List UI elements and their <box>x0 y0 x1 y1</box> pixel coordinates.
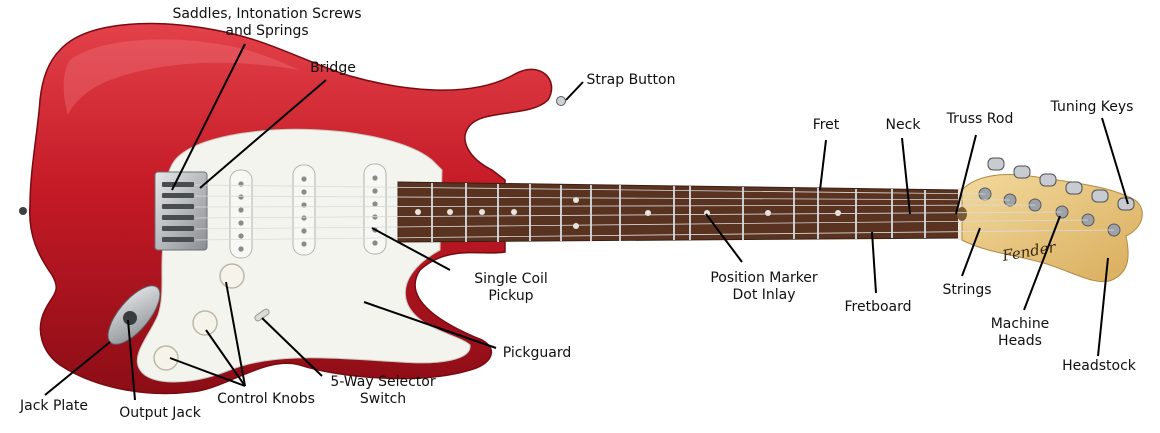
selector-switch <box>254 308 270 322</box>
label-machine-heads: Machine Heads <box>991 316 1050 350</box>
pickup-neck <box>363 163 387 255</box>
label-selector-line2: Switch <box>359 391 407 407</box>
label-position-marker-line1: Position Marker <box>710 270 818 286</box>
label-bridge: Bridge <box>310 60 356 76</box>
leader-lines <box>44 43 1129 401</box>
label-tuning-keys: Tuning Keys <box>1050 99 1134 115</box>
label-saddles: Saddles, Intonation Screws and Springs <box>172 6 361 40</box>
label-selector-line1: 5-Way Selector <box>330 374 436 390</box>
label-single-coil-pickup: Single Coil Pickup <box>474 271 548 305</box>
label-machine-heads-line2: Heads <box>998 333 1042 349</box>
label-neck: Neck <box>885 117 921 133</box>
label-selector-switch: 5-Way Selector Switch <box>330 374 435 408</box>
label-position-marker-line2: Dot Inlay <box>732 287 796 303</box>
pickup-middle <box>292 164 316 256</box>
label-single-coil-line2: Pickup <box>488 288 534 304</box>
tuning-key-knobs <box>987 157 1135 211</box>
label-position-marker: Position Marker Dot Inlay <box>710 270 817 304</box>
label-truss-rod: Truss Rod <box>946 111 1014 127</box>
label-machine-heads-line1: Machine <box>990 316 1050 332</box>
label-output-jack: Output Jack <box>119 405 201 421</box>
strings <box>194 184 1115 241</box>
end-strap-button <box>19 207 27 215</box>
label-saddles-line2: and Springs <box>225 23 309 39</box>
pickguard <box>136 128 471 383</box>
truss-rod-slot <box>957 207 967 221</box>
label-fretboard: Fretboard <box>844 299 912 315</box>
label-control-knobs: Control Knobs <box>217 391 315 407</box>
output-jack-socket <box>123 311 137 325</box>
control-knobs <box>153 263 245 371</box>
label-strings: Strings <box>942 282 992 298</box>
label-jack-plate: Jack Plate <box>20 398 88 414</box>
tuner-posts <box>978 187 1121 237</box>
label-single-coil-line1: Single Coil <box>474 271 548 287</box>
body-highlight <box>63 39 301 115</box>
label-fret: Fret <box>812 117 840 133</box>
strap-button-shape <box>556 96 566 106</box>
label-headstock: Headstock <box>1062 358 1136 374</box>
label-saddles-line1: Saddles, Intonation Screws <box>172 6 362 22</box>
pickup-bridge <box>229 169 253 259</box>
saddles <box>162 182 194 242</box>
label-pickguard: Pickguard <box>502 345 572 361</box>
label-strap-button: Strap Button <box>586 72 676 88</box>
